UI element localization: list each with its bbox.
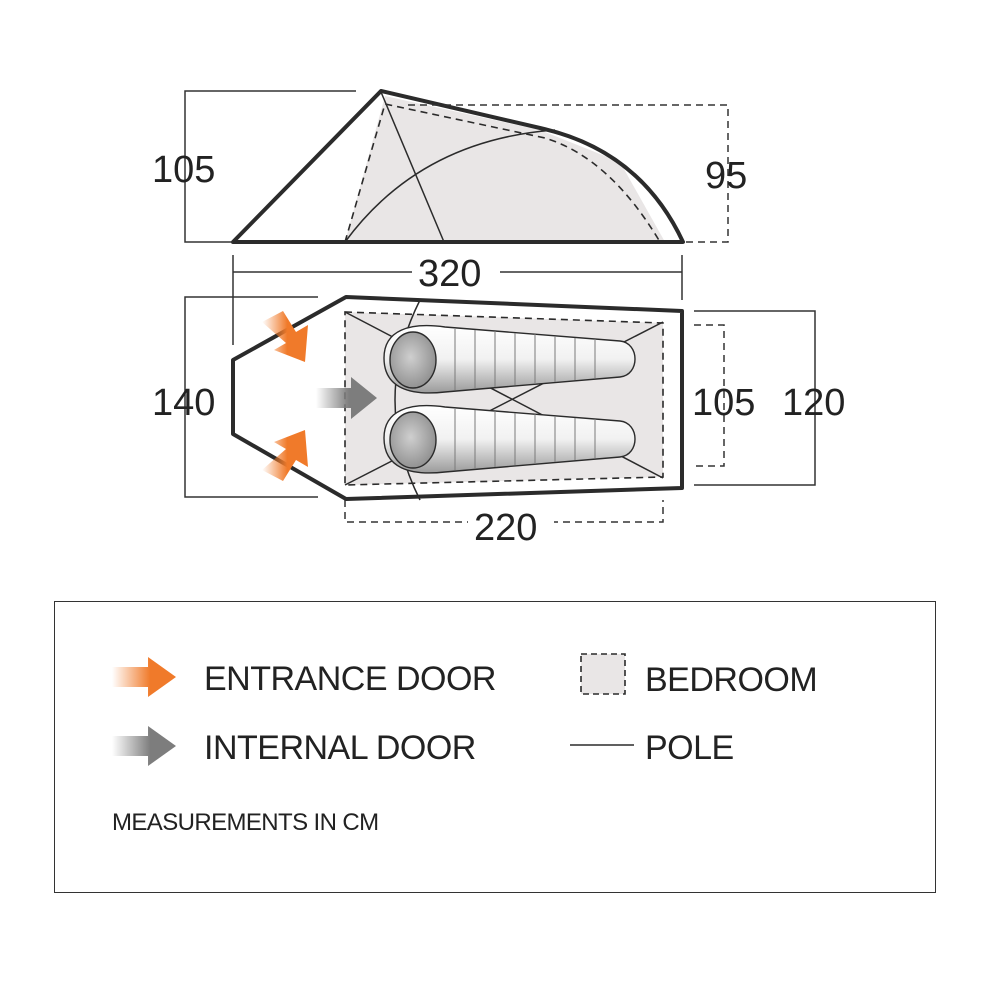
internal-door-arrow-icon (112, 726, 176, 766)
bedroom-swatch-icon (580, 653, 626, 695)
rear-width-bracket (694, 310, 816, 486)
side-elevation (184, 89, 729, 244)
rear-width-label: 120 (782, 382, 845, 424)
total-length-label: 320 (418, 253, 481, 295)
total-width-bracket (184, 296, 318, 498)
internal-door-arrow-icon (316, 377, 377, 419)
total-width-label: 140 (152, 382, 215, 424)
entrance-door-arrow-icon (262, 311, 308, 362)
entrance-door-arrow-icon (112, 657, 176, 697)
floor-flysheet-outline (231, 295, 684, 501)
side-pole-vertical (380, 91, 445, 243)
sleeping-bag-hood (389, 331, 437, 389)
length-bracket (232, 255, 683, 345)
sleeping-bag-lower (383, 404, 636, 474)
rear-height-label: 95 (705, 155, 747, 197)
front-height-bracket (184, 90, 356, 243)
bedroom-length-label-bg (468, 506, 554, 540)
side-flysheet-outline (231, 89, 685, 244)
legend-pole-label: POLE (645, 729, 734, 767)
pole-line-icon (570, 744, 634, 746)
front-height-label: 105 (152, 149, 215, 191)
legend-entrance-door-label: ENTRANCE DOOR (204, 660, 496, 698)
sleeping-bag-hood (389, 411, 437, 469)
bedroom-width-bracket (694, 324, 725, 467)
floor-pole-front-arc (394, 299, 421, 501)
legend-bedroom-label: BEDROOM (645, 661, 818, 699)
bedroom-length-label: 220 (474, 507, 537, 549)
floor-plan (184, 295, 816, 523)
sleeping-bag-icon (383, 404, 636, 474)
entrance-door-arrow-bottom (262, 430, 308, 481)
internal-door-arrow (316, 377, 377, 419)
rear-height-bracket (408, 104, 729, 243)
entrance-door-arrow-icon (262, 430, 308, 481)
bedroom-width-label: 105 (692, 382, 755, 424)
legend-internal-door-label: INTERNAL DOOR (204, 729, 476, 767)
side-inner-fill (345, 96, 665, 242)
measurements-note: MEASUREMENTS IN CM (112, 809, 379, 836)
sleeping-bag-icon (383, 324, 636, 394)
entrance-door-arrow-top (262, 311, 308, 362)
sleeping-bag-upper (383, 324, 636, 394)
side-pole-arc (344, 129, 556, 243)
legend-panel (54, 601, 936, 893)
